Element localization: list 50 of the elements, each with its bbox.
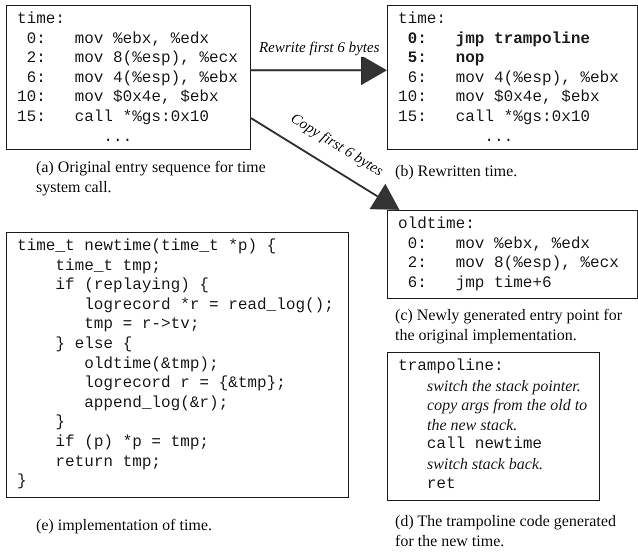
figure-caption: (e) implementation of time. xyxy=(36,516,213,536)
arrow xyxy=(251,55,387,86)
code-line: 5: nop xyxy=(406,49,486,69)
code-line: } xyxy=(17,472,28,492)
code-line: trampoline: xyxy=(398,357,505,377)
code-line: 2: mov 8(%esp), %ecx xyxy=(26,49,239,69)
figure-caption: (d) The trampoline code generated for the new time. xyxy=(395,512,617,552)
code-line: } else { xyxy=(54,334,134,355)
arrow xyxy=(250,117,400,210)
code-line: 15: call *%gs:0x10 xyxy=(398,108,592,128)
code-line: ret xyxy=(426,474,457,494)
code-line: time_t newtime(time_t *p) { xyxy=(17,237,278,257)
code-line: call newtime xyxy=(426,435,544,455)
comment-line: switch stack back. xyxy=(427,454,544,475)
comment-line: switch the stack pointer. xyxy=(427,376,582,396)
code-line: logrecord r = {&tmp}; xyxy=(83,374,287,394)
edge-label: Rewrite first 6 bytes xyxy=(259,39,380,58)
code-box xyxy=(387,5,638,150)
code-line: 6: mov 4(%esp), %ebx xyxy=(26,68,239,88)
code-box xyxy=(387,352,600,501)
figure-caption: (c) Newly generated entry point for the original implementation. xyxy=(395,306,624,346)
code-line: 6: mov 4(%esp), %ebx xyxy=(406,68,620,88)
code-line: 10: mov $0x4e, $ebx xyxy=(398,88,601,108)
code-line: append_log(&r); xyxy=(83,394,230,414)
code-line: 2: mov 8(%esp), %ecx xyxy=(406,254,620,274)
figure-caption: (b) Rewritten time. xyxy=(395,162,518,182)
code-line: oldtime(&tmp); xyxy=(83,354,220,374)
code-line: 10: mov $0x4e, $ebx xyxy=(17,88,220,108)
code-line: time: xyxy=(398,10,448,30)
code-line: ... xyxy=(483,128,514,148)
code-line: 0: mov %ebx, %edx xyxy=(406,234,592,254)
code-line: if (replaying) { xyxy=(54,276,210,296)
code-line: return tmp; xyxy=(54,452,162,472)
comment-line: copy args from the old to the new stack. xyxy=(427,396,588,436)
code-line: time_t tmp; xyxy=(54,256,162,276)
figure-caption: (a) Original entry sequence for time system call. xyxy=(36,158,266,198)
code-line: logrecord *r = read_log(); xyxy=(83,296,335,316)
code-line: ... xyxy=(102,128,134,148)
code-box xyxy=(387,210,638,299)
code-line: 0: jmp trampoline xyxy=(406,30,592,50)
code-box xyxy=(6,232,349,498)
code-line: if (p) *p = tmp; xyxy=(54,432,210,453)
code-line: 15: call *%gs:0x10 xyxy=(17,108,210,128)
code-line: tmp = r->tv; xyxy=(83,315,200,335)
code-line: 0: mov %ebx, %edx xyxy=(26,30,210,50)
code-box xyxy=(6,5,251,150)
code-line: 6: jmp time+6 xyxy=(406,274,553,294)
code-line: } xyxy=(54,413,66,433)
code-line: oldtime: xyxy=(398,215,476,235)
code-line: time: xyxy=(17,10,66,30)
